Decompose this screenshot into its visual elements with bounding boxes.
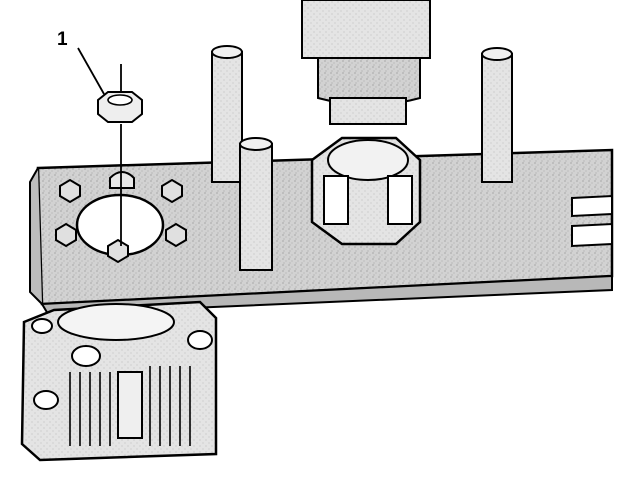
bolt-head	[161, 178, 183, 204]
leader-line	[77, 47, 122, 246]
guide-post	[481, 47, 513, 183]
guide-post	[239, 137, 273, 271]
bolt-head	[165, 222, 187, 248]
hex-nut-icon	[97, 91, 143, 123]
press-cylinder	[301, 0, 431, 125]
transfer-case-housing	[20, 300, 218, 462]
callout-number: 1	[57, 29, 68, 50]
cooling-fins	[69, 366, 191, 446]
bolt-circle	[55, 171, 187, 264]
bolt-head	[55, 222, 77, 248]
guide-post	[211, 45, 243, 183]
hex-socket	[310, 136, 422, 246]
bolt-head	[107, 238, 129, 264]
stud-top	[109, 171, 135, 189]
bolt-head	[59, 178, 81, 204]
